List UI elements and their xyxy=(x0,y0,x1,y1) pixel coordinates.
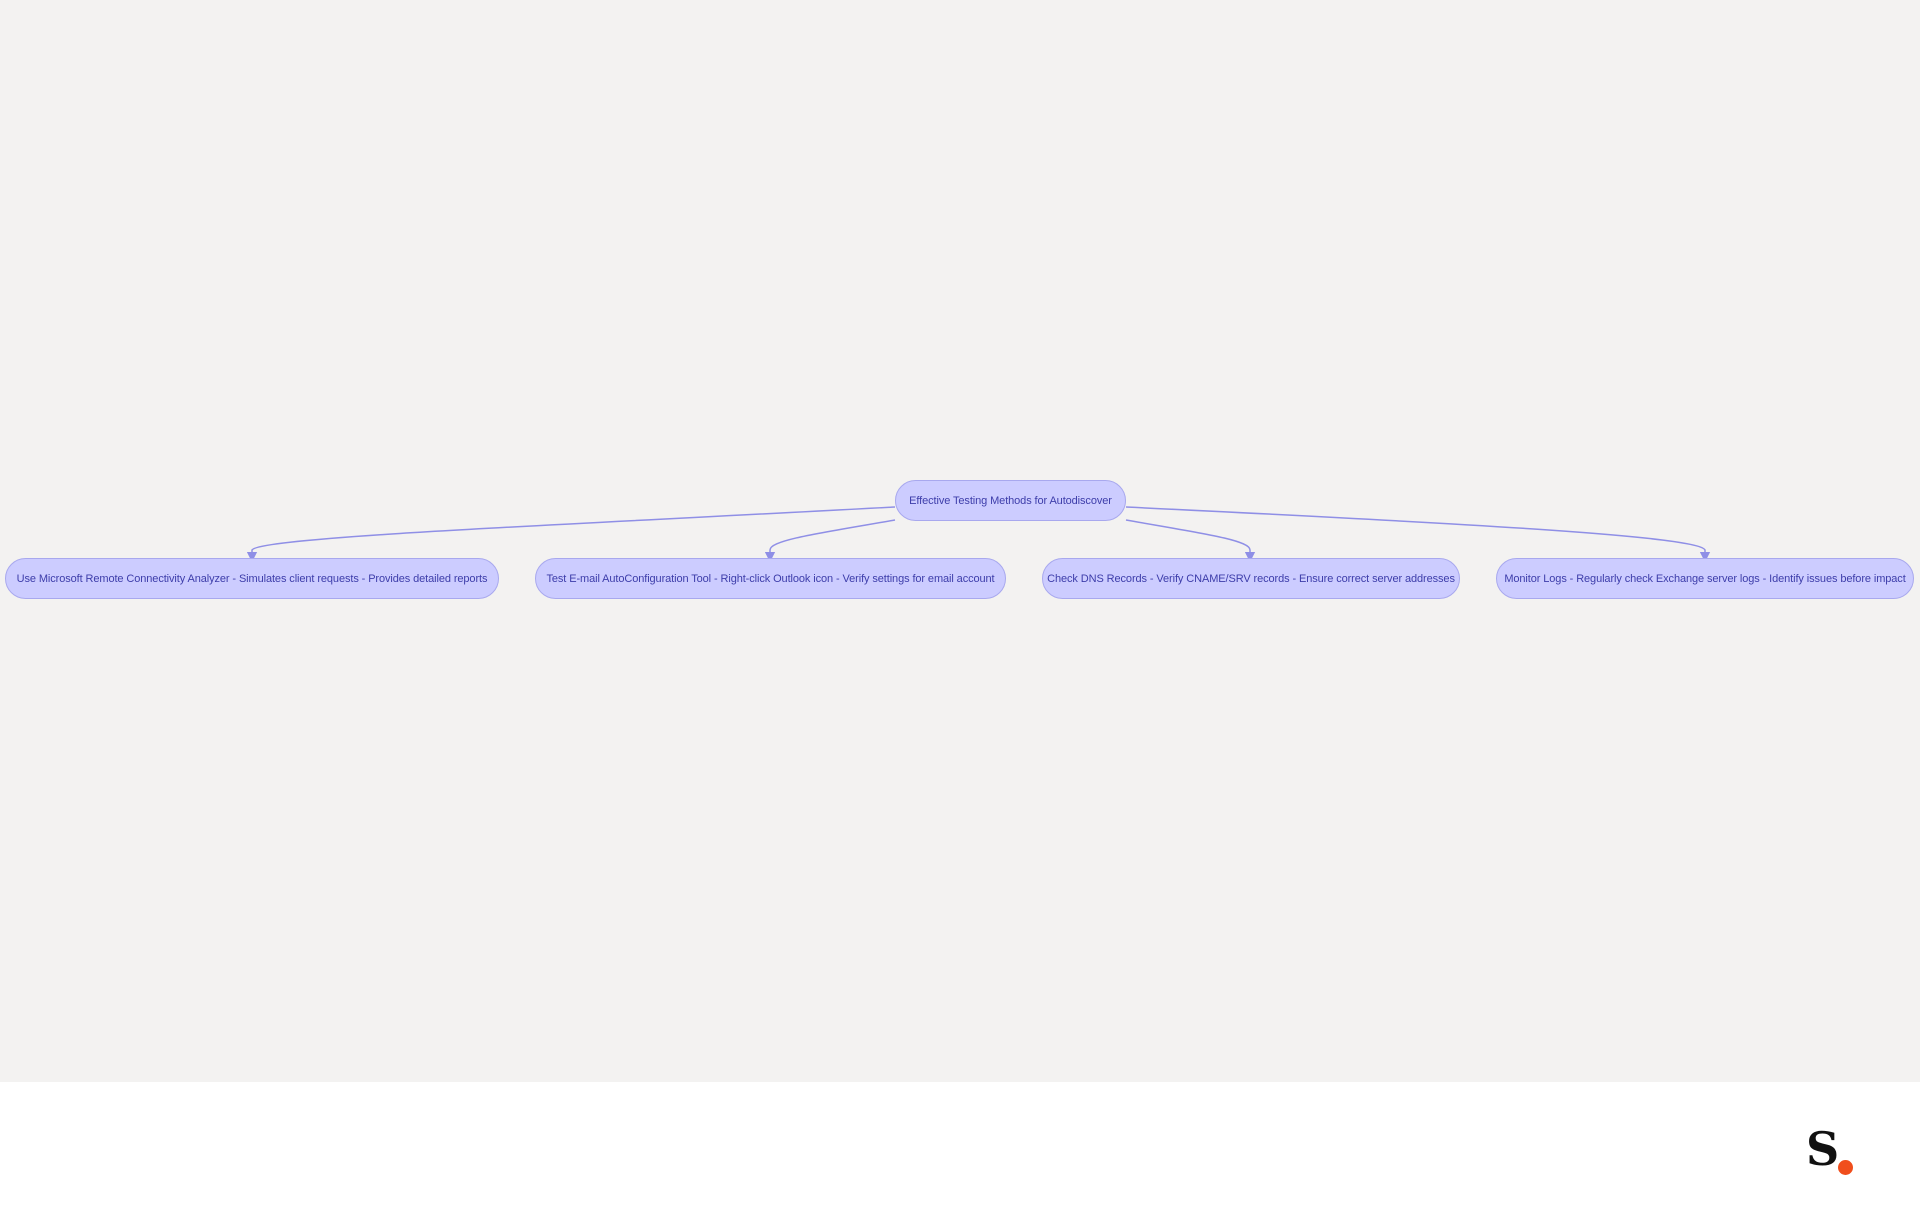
child-node-label: Test E-mail AutoConfiguration Tool - Rig… xyxy=(546,572,995,585)
brand-logo-dot xyxy=(1838,1160,1853,1175)
brand-logo: S xyxy=(1806,1126,1856,1180)
edge-root-to-analyzer xyxy=(246,506,896,563)
edge-root-to-dns xyxy=(1125,519,1256,563)
child-node-label: Use Microsoft Remote Connectivity Analyz… xyxy=(16,572,488,585)
brand-logo-letter: S xyxy=(1806,1122,1840,1176)
child-node-logs: Monitor Logs - Regularly check Exchange … xyxy=(1496,558,1914,599)
edge-root-to-autoconfig xyxy=(764,519,896,563)
child-node-analyzer: Use Microsoft Remote Connectivity Analyz… xyxy=(5,558,499,599)
child-node-label: Monitor Logs - Regularly check Exchange … xyxy=(1504,572,1906,585)
child-node-label: Check DNS Records - Verify CNAME/SRV rec… xyxy=(1047,572,1455,585)
diagram-canvas: Effective Testing Methods for Autodiscov… xyxy=(0,0,1920,1082)
child-node-autoconfig: Test E-mail AutoConfiguration Tool - Rig… xyxy=(535,558,1006,599)
child-node-dns: Check DNS Records - Verify CNAME/SRV rec… xyxy=(1042,558,1460,599)
diagram-edges xyxy=(246,506,1711,563)
root-node-label: Effective Testing Methods for Autodiscov… xyxy=(909,494,1112,507)
footer xyxy=(0,1082,1920,1215)
edge-root-to-logs xyxy=(1125,506,1711,563)
root-node: Effective Testing Methods for Autodiscov… xyxy=(895,480,1126,521)
